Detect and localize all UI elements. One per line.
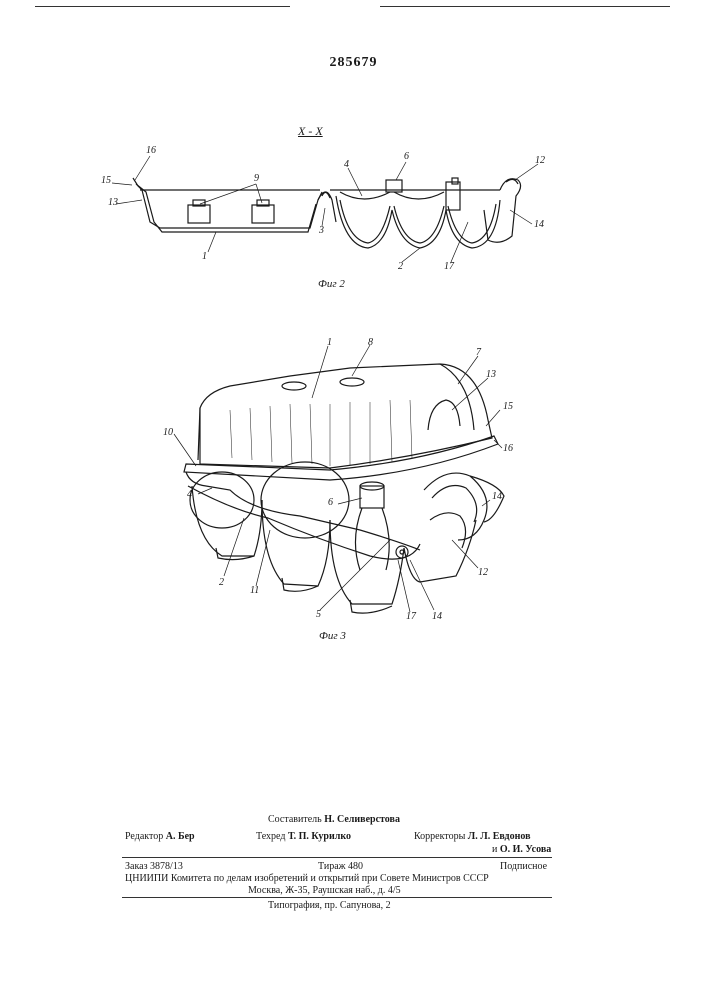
colophon-rule-bottom xyxy=(122,897,552,898)
editor-role: Редактор xyxy=(125,831,163,842)
fig3-label-13: 13 xyxy=(486,370,496,380)
corrector-2: О. И. Усова xyxy=(500,844,551,855)
fig3-label-14b: 14 xyxy=(432,612,442,622)
fig3-label-4: 4 xyxy=(187,490,192,500)
fig3-label-10: 10 xyxy=(163,428,173,438)
fig3-label-8: 8 xyxy=(368,338,373,348)
fig3-label-1: 1 xyxy=(327,338,332,348)
fig3-label-7: 7 xyxy=(476,348,481,358)
address-line: Москва, Ж-35, Раушская наб., д. 4/5 xyxy=(248,884,401,897)
fig3-label-2: 2 xyxy=(219,578,224,588)
fig3-label-12: 12 xyxy=(478,568,488,578)
fig3-label-14: 14 xyxy=(492,492,502,502)
fig3-label-15: 15 xyxy=(503,402,513,412)
fig3-label-5: 5 xyxy=(316,610,321,620)
fig3-label-6: 6 xyxy=(328,498,333,508)
techred-line: Техред Т. П. Курилко xyxy=(256,830,351,843)
techred-role: Техред xyxy=(256,831,285,842)
figure-3-caption: Фиг 3 xyxy=(319,630,346,642)
compiler-line: Составитель Н. Селиверстова xyxy=(268,813,400,826)
fig3-label-16: 16 xyxy=(503,444,513,454)
corrector-2-prefix: и xyxy=(492,844,497,855)
correctors-line: Корректоры Л. Л. Евдонов xyxy=(414,830,531,843)
compiler-role: Составитель xyxy=(268,814,322,825)
corrector-2-line: и О. И. Усова xyxy=(492,843,551,856)
corrector-1: Л. Л. Евдонов xyxy=(468,831,531,842)
correctors-role: Корректоры xyxy=(414,831,465,842)
compiler-name: Н. Селиверстова xyxy=(324,814,400,825)
techred-name: Т. П. Курилко xyxy=(288,831,351,842)
fig3-label-11: 11 xyxy=(250,586,259,596)
fig3-label-17: 17 xyxy=(406,612,416,622)
figure-3-drawing xyxy=(0,0,707,700)
editor-name: А. Бер xyxy=(166,831,195,842)
editor-line: Редактор А. Бер xyxy=(125,830,195,843)
colophon-rule-top xyxy=(122,857,552,858)
printer-line: Типография, пр. Сапунова, 2 xyxy=(268,899,391,912)
